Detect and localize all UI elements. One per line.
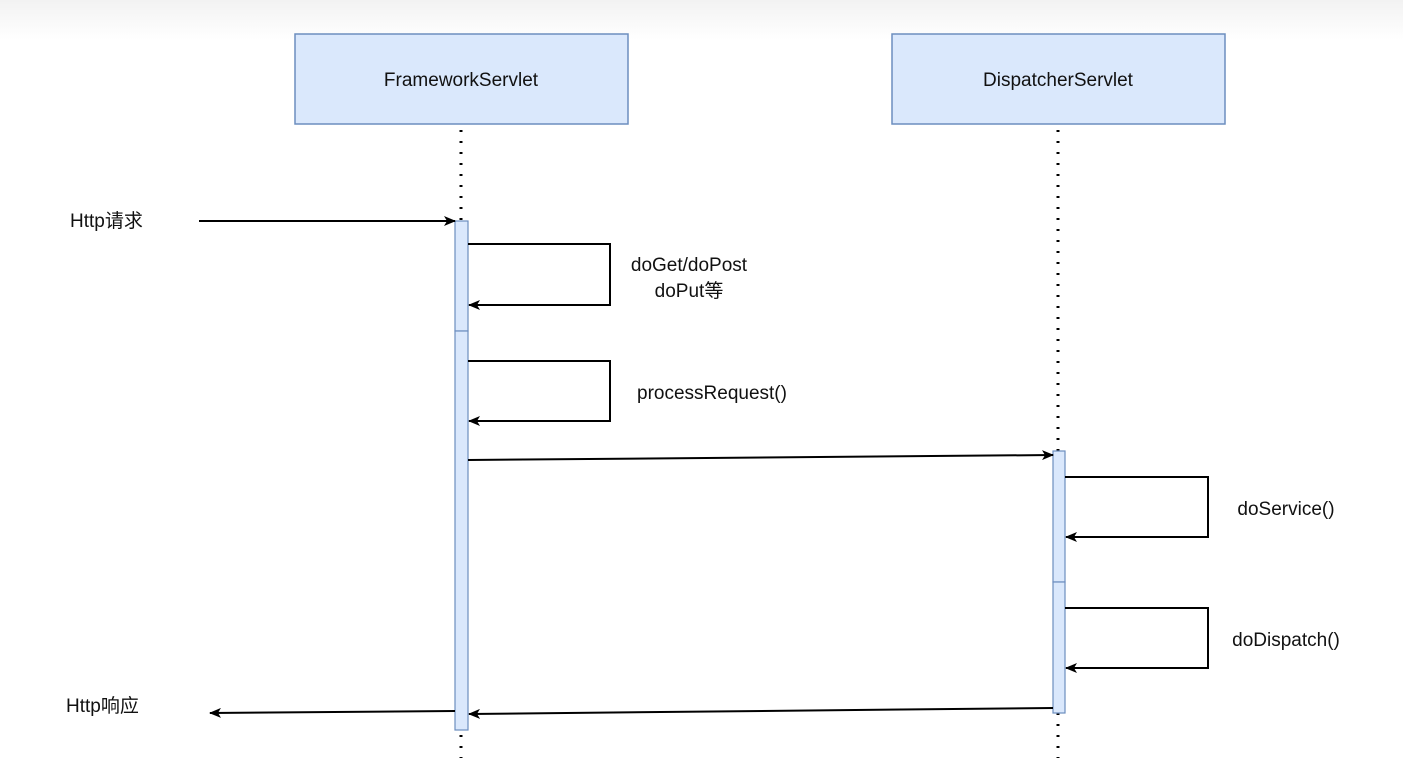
self-call-arrow <box>1065 476 1209 542</box>
self-message-do-service: doService() <box>1065 476 1335 542</box>
self-message-do-dispatch: doDispatch() <box>1065 607 1340 673</box>
activation-bar <box>1052 450 1066 583</box>
message-arrow-to-dispatcher <box>467 450 1054 461</box>
message-arrow <box>209 707 456 718</box>
message-http-request: Http请求 <box>70 210 456 232</box>
lifeline-dispatcher-servlet: DispatcherServlet <box>891 33 1226 758</box>
lifeline-header-box <box>294 33 629 125</box>
activation-bar <box>1052 581 1066 714</box>
message-http-response: Http响应 <box>66 695 456 718</box>
message-label-line1: doGet/doPost <box>631 255 748 276</box>
message-label: doDispatch() <box>1232 630 1340 651</box>
lifeline-title: DispatcherServlet <box>983 70 1134 91</box>
self-message-process-request: processRequest() <box>468 360 787 426</box>
message-label: doService() <box>1237 499 1334 520</box>
self-call-arrow <box>468 360 611 426</box>
lifeline-header-box <box>891 33 1226 125</box>
self-call-arrow <box>468 243 611 310</box>
message-label: Http响应 <box>66 695 139 717</box>
return-arrow-to-framework <box>468 707 1054 719</box>
message-label: processRequest() <box>637 383 787 404</box>
lifeline-title: FrameworkServlet <box>384 70 539 91</box>
activation-bar <box>454 220 469 332</box>
self-call-arrow <box>1065 607 1209 673</box>
message-label: Http请求 <box>70 210 143 232</box>
message-label-line2: doPut等 <box>655 280 724 302</box>
activation-bar <box>454 330 469 731</box>
self-message-doget-dopost: doGet/doPost doPut等 <box>468 243 748 310</box>
lifeline-framework-servlet: FrameworkServlet <box>294 33 629 758</box>
